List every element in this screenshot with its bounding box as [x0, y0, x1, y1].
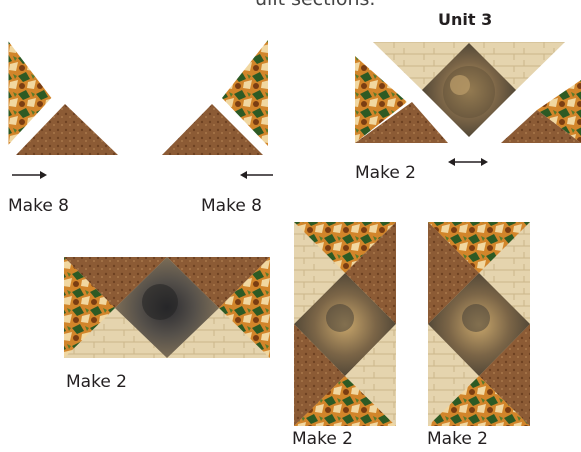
heading-fragment: uilt sections. — [255, 0, 375, 10]
tall-right-make-label: Make 2 — [427, 429, 488, 449]
arrow-left-icon — [240, 171, 273, 179]
unit3-diagram — [355, 42, 581, 143]
hst-left-unit — [8, 40, 118, 155]
tall-left-make-label: Make 2 — [292, 429, 353, 449]
make8-right-label: Make 8 — [201, 196, 262, 216]
unit-title: Unit 3 — [438, 10, 492, 29]
make8-left-label: Make 8 — [8, 196, 69, 216]
double-arrow-icon — [448, 158, 488, 166]
tall-block-right — [428, 222, 530, 426]
hst-right-unit — [162, 40, 268, 155]
arrow-right-icon — [12, 171, 47, 179]
unit3-make-label: Make 2 — [355, 163, 416, 183]
rect-block-make-label: Make 2 — [66, 372, 127, 392]
tall-block-left — [294, 222, 396, 426]
rect-block-diagram — [64, 257, 270, 358]
